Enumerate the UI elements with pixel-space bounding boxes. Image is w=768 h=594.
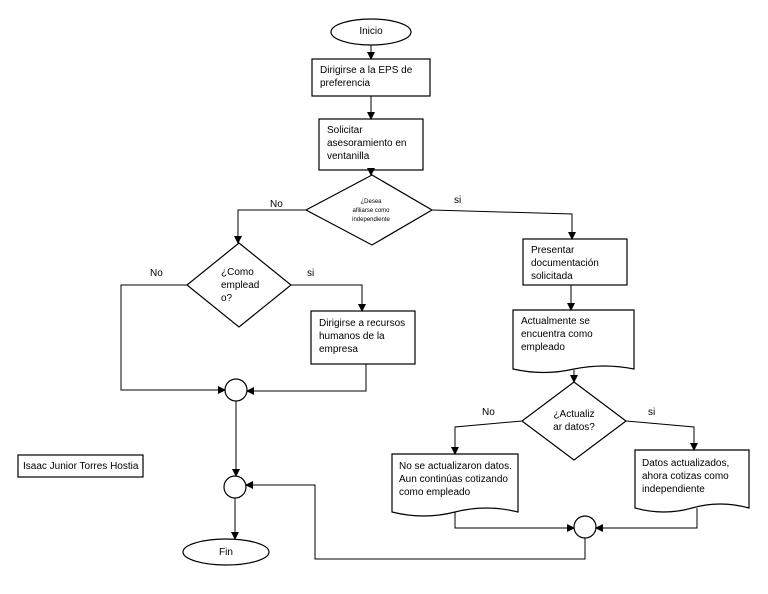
recursos-humanos-label: Dirigirse a recursos humanos de la empre… [319,318,406,355]
dirigirse-eps-label: Dirigirse a la EPS de preferencia [320,65,413,89]
arrow-act-connector3 [595,508,698,532]
connector-2 [223,475,247,499]
actualizar-decision [521,381,627,461]
end-terminator [182,538,270,566]
como-empleado-decision [186,242,292,328]
actualmente-label: Actualmente se encuentra como empleado [521,316,593,353]
actualizados-document [634,449,750,513]
arrow-recursos-connector [246,364,367,395]
edge-label-si-actualizar: si [648,407,656,418]
edge-label-si-desea: si [454,195,462,206]
fin-label: Fin [219,547,233,558]
arrow-empleado-si [291,284,366,312]
edge-label-si-empleado: si [307,268,315,279]
author-label: Isaac Junior Torres Hostia [23,461,139,472]
presentar-label: Presentar documentación solicitada [531,245,599,282]
no-actualizaron-label: No se actualizaron datos. Aun continúas … [399,461,512,498]
solicitar-label: Solicitar asesoramiento en ventanilla [327,125,407,162]
connector-3 [573,515,597,539]
arrow-desea-si [431,209,576,240]
edge-label-no-actualizar: No [482,407,495,418]
desea-afiliarse-label: ¿Desea afiliarse como independiente [352,199,390,223]
author-box [17,454,144,478]
edge-label-no-desea: No [270,199,283,210]
actualizar-label: ¿Actualiz ar datos? [553,409,595,433]
como-empleado-label: ¿Como emplead o? [221,267,260,304]
actualmente-document [512,309,635,374]
connector-1 [224,378,248,402]
dirigirse-eps-process [311,58,431,97]
arrow-connector3-connector2 [245,481,586,560]
arrow-desea-no [234,209,306,244]
arrow-actualizar-si [625,420,698,451]
actualizados-label: Datos actualizados, ahora cotizas como i… [642,458,730,495]
arrow-empleado-no [120,284,226,394]
inicio-label: Inicio [359,26,383,37]
edge-label-no-empleado: No [150,268,163,279]
arrow-actualizar-no [451,420,523,455]
arrow-noact-connector3 [454,512,575,532]
desea-afiliarse-decision [304,174,434,246]
no-actualizaron-document [391,453,519,517]
